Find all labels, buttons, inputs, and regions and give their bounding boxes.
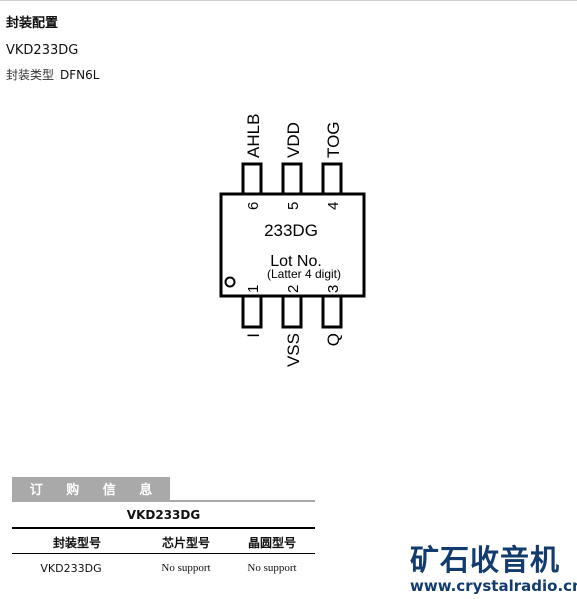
chip-marking: 233DG	[264, 221, 318, 240]
part-number: VKD233DG	[6, 43, 79, 58]
pin-2-lead	[281, 294, 303, 329]
pin-6-number: 6	[245, 202, 262, 210]
pin-2-name: VSS	[284, 333, 303, 367]
pin-6-lead	[241, 162, 263, 196]
header-package-model: 封装型号	[52, 536, 101, 550]
pin-1-number: 1	[245, 285, 262, 293]
pin-4-number: 4	[325, 202, 342, 210]
pin-3-lead	[321, 294, 343, 329]
pin1-dot	[224, 276, 236, 288]
order-tab-char-2: 购	[66, 483, 80, 498]
pin-6-name: AHLB	[244, 114, 263, 158]
lot-note: (Latter 4 digit)	[267, 267, 341, 281]
section-title: 封装配置	[6, 16, 59, 31]
cell-chip-model: No support	[161, 562, 211, 574]
pin-5-lead	[281, 162, 303, 196]
pin-1-lead	[241, 294, 263, 329]
order-tab-char-1: 订	[29, 483, 43, 498]
watermark-url: www.crystalradio.cn	[410, 577, 577, 595]
pin-4-lead	[321, 162, 343, 196]
tab-underline	[12, 500, 315, 502]
header-chip-model: 芯片型号	[161, 536, 210, 550]
package-info: 封装类型 DFN6L	[6, 66, 99, 83]
lot-label: Lot No.	[270, 253, 322, 270]
order-tab-char-3: 信	[102, 483, 116, 498]
chip-body	[219, 192, 366, 298]
cell-wafer-model: No support	[247, 562, 297, 574]
pin-1-name: I	[244, 333, 263, 338]
table-header-rule	[12, 553, 315, 554]
pin-3-name: Q	[324, 333, 343, 346]
order-info-tab[interactable]: 订 购 信 息	[12, 477, 170, 500]
package-value: DFN6L	[60, 68, 100, 82]
order-tab-char-4: 息	[139, 483, 153, 498]
pin-5-number: 5	[285, 202, 302, 210]
top-divider	[0, 0, 577, 1]
pin-5-name: VDD	[284, 122, 303, 158]
header-wafer-model: 晶圆型号	[247, 536, 296, 550]
pin-3-number: 3	[325, 285, 342, 293]
pin-2-number: 2	[285, 285, 302, 293]
table-top-rule	[12, 527, 315, 529]
pin-4-name: TOG	[324, 121, 343, 158]
package-label: 封装类型	[6, 68, 55, 82]
watermark-logo: 矿石收音机	[410, 543, 561, 577]
cell-package-model: VKD233DG	[40, 562, 102, 575]
order-table-title: VKD233DG	[126, 508, 201, 522]
